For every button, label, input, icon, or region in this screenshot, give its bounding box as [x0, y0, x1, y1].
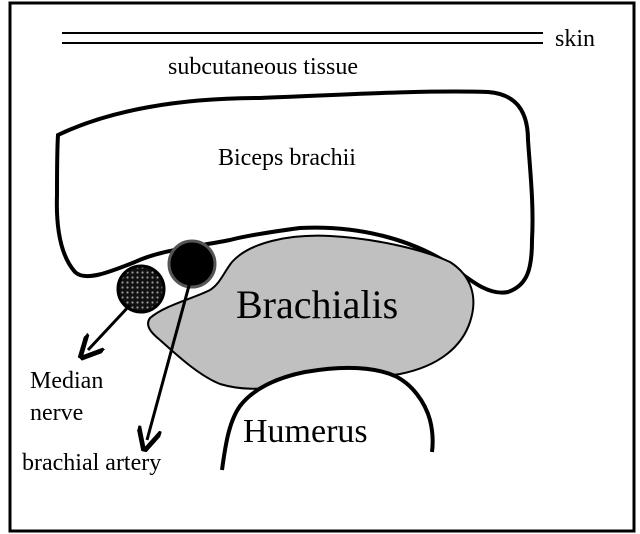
brachial-artery — [169, 241, 215, 287]
median-nerve — [118, 266, 164, 312]
median-nerve-label-line1: Median — [30, 368, 103, 394]
brachialis-label: Brachialis — [236, 282, 398, 327]
subcutaneous-tissue-label: subcutaneous tissue — [168, 54, 358, 80]
humerus-label: Humerus — [243, 413, 368, 450]
brachial-artery-label: brachial artery — [22, 450, 161, 476]
biceps-brachii-label: Biceps brachii — [218, 145, 356, 171]
median-nerve-label-line2: nerve — [30, 400, 83, 426]
skin-label: skin — [555, 26, 595, 52]
